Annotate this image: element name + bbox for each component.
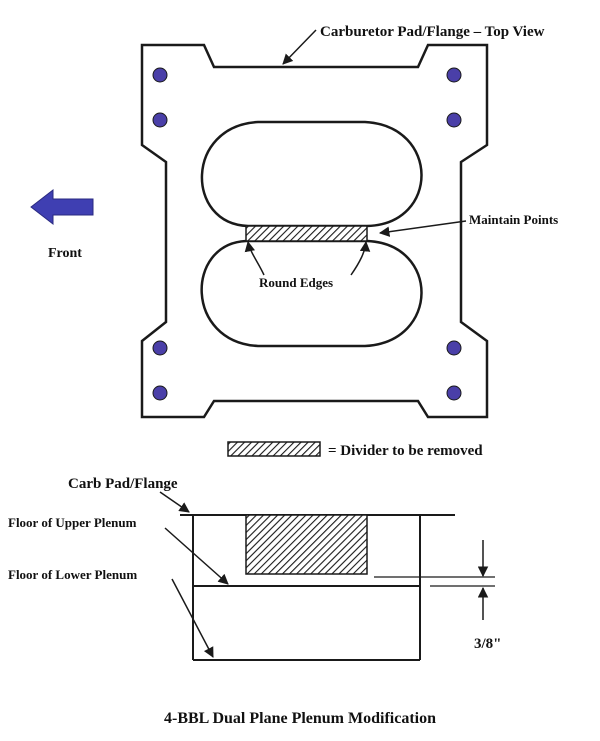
- floor-upper-leader: [164, 527, 229, 585]
- floor-upper-label: Floor of Upper Plenum: [8, 515, 137, 530]
- bolt-hole-icon: [152, 340, 168, 356]
- round-edges-label: Round Edges: [259, 275, 333, 290]
- bolt-hole-icon: [446, 385, 462, 401]
- section-divider-hatch: [245, 514, 368, 575]
- maintain-points-leader: [378, 220, 467, 237]
- bolt-hole-icon: [446, 340, 462, 356]
- carb-pad-leader: [159, 491, 190, 513]
- divider-hatch: [245, 225, 368, 242]
- bolt-hole-icon: [152, 112, 168, 128]
- maintain-points-label: Maintain Points: [469, 212, 558, 227]
- floor-lower-leader: [171, 578, 214, 658]
- diagram-caption: 4-BBL Dual Plane Plenum Modification: [164, 710, 436, 727]
- left-arrow-icon: [30, 188, 94, 226]
- legend-hatch-swatch: [227, 441, 321, 457]
- carb-pad-label: Carb Pad/Flange: [68, 476, 178, 492]
- upper-plenum-opening: [200, 120, 423, 228]
- round-edges-leader-right: [350, 240, 371, 276]
- floor-lower-label: Floor of Lower Plenum: [8, 567, 137, 582]
- top-view-leader: [282, 29, 317, 65]
- bolt-hole-icon: [152, 385, 168, 401]
- round-edges-leader-left: [244, 240, 265, 276]
- top-view-label: Carburetor Pad/Flange – Top View: [320, 24, 545, 40]
- lower-plenum-opening: [200, 239, 423, 348]
- bolt-hole-icon: [446, 67, 462, 83]
- bolt-holes: [152, 67, 462, 401]
- bolt-hole-icon: [152, 67, 168, 83]
- front-label: Front: [48, 246, 82, 261]
- bolt-hole-icon: [446, 112, 462, 128]
- divider-legend-label: = Divider to be removed: [328, 443, 483, 459]
- dimension-label: 3/8": [474, 636, 502, 652]
